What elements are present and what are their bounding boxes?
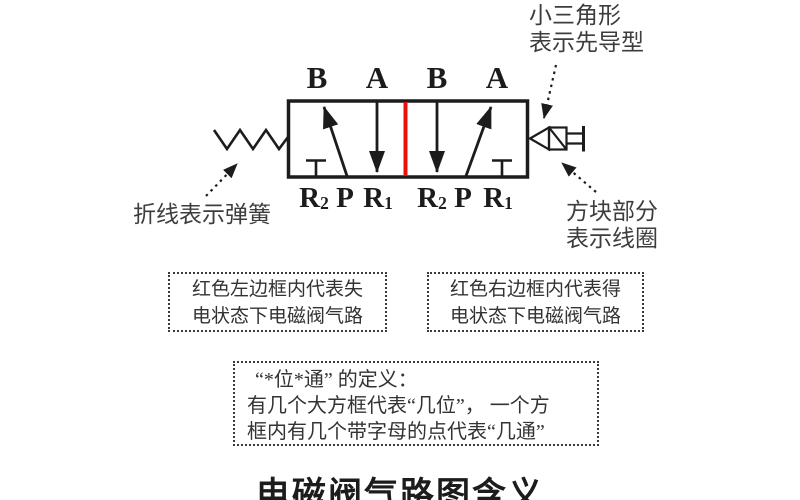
blocked-port-icon bbox=[492, 159, 512, 177]
note-left-line2: 电状态下电磁阀气路 bbox=[191, 306, 363, 327]
coil-pointer-arrow bbox=[561, 162, 597, 193]
coil-callout-label: 方块部分 表示线圈 bbox=[566, 198, 658, 252]
port-label-r1-left: R1 bbox=[363, 182, 393, 214]
pilot-callout-line1: 小三角形 bbox=[529, 3, 621, 28]
port-label-b1: B bbox=[306, 60, 328, 95]
pilot-callout-line2: 表示先导型 bbox=[529, 30, 644, 55]
pilot-pointer-arrow bbox=[541, 64, 558, 119]
coil-block-icon bbox=[547, 126, 568, 151]
spring-callout-label: 折线表示弹簧 bbox=[133, 202, 271, 227]
left-chamber-arrows bbox=[306, 102, 385, 177]
callout-pointers bbox=[205, 64, 597, 197]
definition-line2: 有几个大方框代表“几位”， 一个方 bbox=[247, 395, 550, 417]
flow-arrow-p-to-a bbox=[464, 106, 493, 177]
page-title: 电磁阀气路图含义 bbox=[256, 477, 544, 500]
port-label-a2: A bbox=[485, 60, 509, 95]
note-box-left-state: 红色左边框内代表失 电状态下电磁阀气路 bbox=[168, 272, 387, 332]
port-label-r2-right: R2 bbox=[417, 182, 447, 214]
spring-icon bbox=[212, 127, 290, 152]
pilot-callout-label: 小三角形 表示先导型 bbox=[529, 2, 644, 56]
solenoid-actuator bbox=[527, 125, 585, 152]
port-label-b2: B bbox=[426, 60, 448, 95]
port-label-r1-right: R1 bbox=[483, 182, 513, 214]
port-label-p-left: P bbox=[336, 182, 354, 214]
valve-body-rect bbox=[286, 99, 530, 179]
note-right-line1: 红色右边框内代表得 bbox=[449, 279, 621, 300]
note-box-right-state: 红色右边框内代表得 电状态下电磁阀气路 bbox=[427, 272, 644, 332]
definition-note-box: “*位*通” 的定义： 有几个大方框代表“几位”， 一个方 框内有几个带字母的点… bbox=[233, 361, 599, 446]
definition-line3: 框内有几个带字母的点代表“几通” bbox=[247, 421, 545, 443]
port-label-r2-left: R2 bbox=[299, 182, 329, 214]
right-chamber-arrows bbox=[429, 102, 512, 177]
pilot-triangle-icon bbox=[527, 125, 551, 152]
port-label-p-right: P bbox=[454, 182, 472, 214]
blocked-port-icon bbox=[306, 159, 326, 177]
definition-line1: “*位*通” 的定义： bbox=[255, 369, 418, 391]
note-right-line2: 电状态下电磁阀气路 bbox=[449, 306, 621, 327]
spring-pointer-arrow bbox=[205, 163, 238, 197]
coil-callout-line1: 方块部分 bbox=[566, 199, 658, 224]
flow-arrow-p-to-b bbox=[322, 106, 349, 177]
coil-diagonal-line bbox=[548, 126, 568, 151]
note-left-line1: 红色左边框内代表失 bbox=[191, 279, 363, 300]
port-label-a1: A bbox=[365, 60, 389, 95]
plunger-lines bbox=[566, 132, 585, 145]
coil-callout-line2: 表示线圈 bbox=[566, 226, 658, 251]
